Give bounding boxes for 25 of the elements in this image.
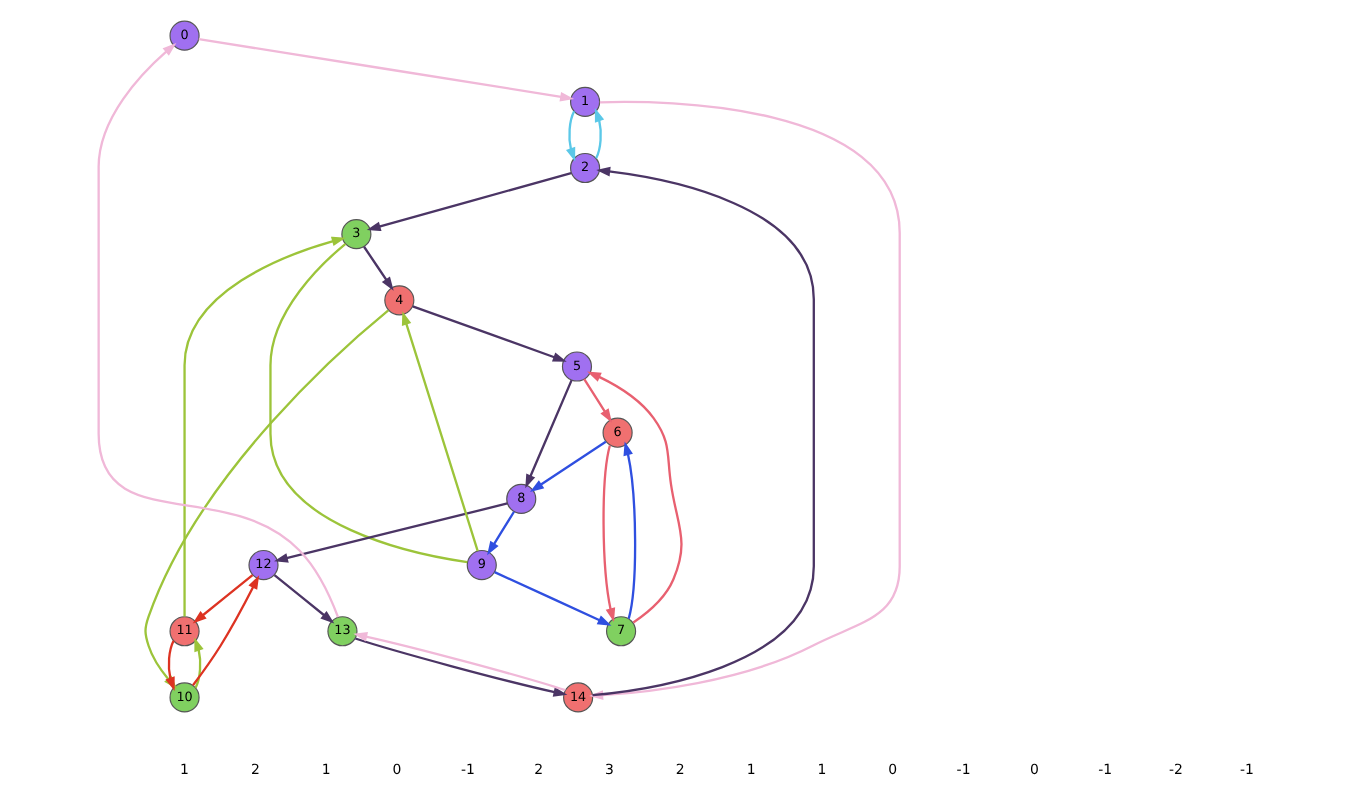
arrow	[273, 574, 335, 624]
arrow	[583, 378, 612, 423]
arrow	[401, 311, 479, 552]
arrow	[602, 445, 616, 623]
arrow	[487, 511, 515, 556]
arrow	[525, 379, 573, 489]
arrow	[587, 371, 683, 624]
arrow	[192, 574, 254, 624]
arrow	[183, 236, 346, 617]
arrow	[412, 305, 567, 362]
arrow	[623, 441, 637, 619]
arrow	[165, 640, 175, 691]
connector	[269, 242, 468, 564]
arrow	[363, 246, 394, 291]
arrow	[566, 110, 576, 162]
arrow	[274, 502, 508, 563]
arrow	[592, 166, 815, 697]
arrow	[194, 637, 204, 689]
arrow	[366, 171, 572, 232]
arrow	[192, 575, 260, 686]
arrow	[198, 37, 575, 102]
arrow	[494, 571, 612, 626]
arrow	[594, 108, 605, 159]
arrow	[97, 43, 340, 618]
arrow	[529, 440, 607, 492]
